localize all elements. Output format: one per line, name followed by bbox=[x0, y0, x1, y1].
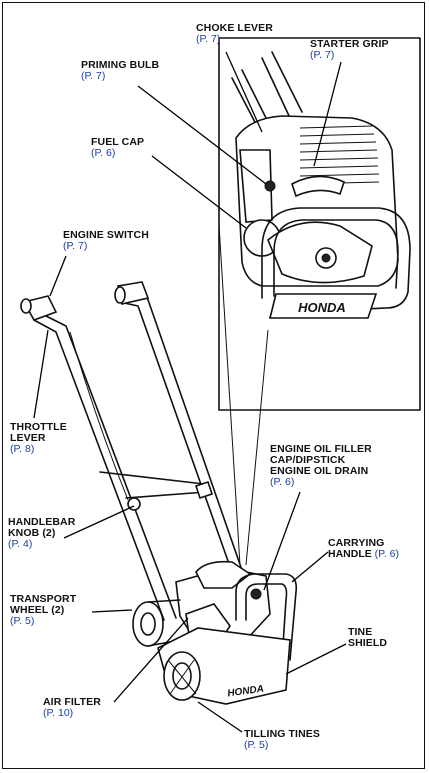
fuel-cap-title: FUEL CAP bbox=[91, 136, 145, 148]
label-starter-grip: STARTER GRIP (P. 7) bbox=[310, 39, 389, 61]
air-filter-title: AIR FILTER bbox=[43, 696, 101, 708]
priming-bulb-page: (P. 7) bbox=[81, 70, 106, 82]
label-transport-wheel: TRANSPORT WHEEL (2) (P. 5) bbox=[10, 594, 76, 627]
transport-wheel-line1: TRANSPORT bbox=[10, 593, 77, 605]
label-engine-switch: ENGINE SWITCH (P. 7) bbox=[63, 230, 149, 252]
engine-oil-page: (P. 6) bbox=[270, 476, 295, 488]
throttle-lever-line1: THROTTLE bbox=[10, 421, 67, 433]
label-tilling-tines: TILLING TINES (P. 5) bbox=[244, 729, 320, 751]
starter-grip-page: (P. 7) bbox=[310, 49, 335, 61]
transport-wheel-page: (P. 5) bbox=[10, 615, 35, 627]
leader-lines bbox=[33, 51, 347, 733]
transport-wheel-shape bbox=[132, 601, 164, 647]
handlebar-knob-line2: KNOB (2) bbox=[8, 527, 56, 539]
tine-shield-line2: SHIELD bbox=[348, 637, 388, 649]
priming-bulb-shape bbox=[264, 180, 276, 192]
handlebar-knob-line1: HANDLEBAR bbox=[8, 516, 76, 528]
label-fuel-cap: FUEL CAP (P. 6) bbox=[91, 137, 144, 159]
engine-oil-line3: ENGINE OIL DRAIN bbox=[270, 465, 369, 477]
choke-lever-page: (P. 7) bbox=[196, 33, 221, 45]
priming-bulb-title: PRIMING BULB bbox=[81, 59, 160, 71]
label-priming-bulb: PRIMING BULB (P. 7) bbox=[81, 60, 159, 82]
transport-wheel-line2: WHEEL (2) bbox=[10, 604, 65, 616]
carrying-handle-line2: HANDLE bbox=[328, 548, 372, 560]
tilling-tines-page: (P. 5) bbox=[244, 739, 269, 751]
brand-logo: HONDA bbox=[298, 300, 346, 315]
engine-oil-line2: CAP/DIPSTICK bbox=[270, 454, 346, 466]
choke-lever-title: CHOKE LEVER bbox=[196, 22, 273, 34]
carrying-handle-line1: CARRYING bbox=[328, 537, 385, 549]
engine-oil-line1: ENGINE OIL FILLER bbox=[270, 443, 372, 455]
tilling-tines-title: TILLING TINES bbox=[244, 728, 320, 740]
brand-logo-small: HONDA bbox=[227, 684, 265, 700]
starter-grip-shape bbox=[291, 175, 345, 198]
label-throttle-lever: THROTTLE LEVER (P. 8) bbox=[10, 422, 67, 455]
label-carrying-handle: CARRYING HANDLE (P. 6) bbox=[328, 538, 399, 560]
diagram-frame bbox=[2, 2, 425, 769]
tine-shield-line1: TINE bbox=[348, 626, 373, 638]
fuel-cap-page: (P. 6) bbox=[91, 147, 116, 159]
engine-switch-title: ENGINE SWITCH bbox=[63, 229, 149, 241]
label-choke-lever: CHOKE LEVER (P. 7) bbox=[196, 23, 273, 45]
engine-inset: HONDA bbox=[218, 37, 421, 566]
carrying-handle-row: HANDLE (P. 6) bbox=[328, 549, 399, 560]
air-filter-page: (P. 10) bbox=[43, 707, 74, 719]
label-air-filter: AIR FILTER (P. 10) bbox=[43, 697, 101, 719]
carrying-handle-page: (P. 6) bbox=[374, 548, 399, 560]
label-engine-oil: ENGINE OIL FILLER CAP/DIPSTICK ENGINE OI… bbox=[270, 444, 372, 488]
label-handlebar-knob: HANDLEBAR KNOB (2) (P. 4) bbox=[8, 517, 75, 550]
throttle-lever-page: (P. 8) bbox=[10, 443, 35, 455]
throttle-lever-line2: LEVER bbox=[10, 432, 46, 444]
engine-switch-page: (P. 7) bbox=[63, 240, 88, 252]
handlebar-knob-page: (P. 4) bbox=[8, 538, 33, 550]
label-tine-shield: TINE SHIELD bbox=[348, 627, 387, 649]
starter-grip-title: STARTER GRIP bbox=[310, 38, 389, 50]
tiller-main: HONDA bbox=[20, 281, 298, 705]
